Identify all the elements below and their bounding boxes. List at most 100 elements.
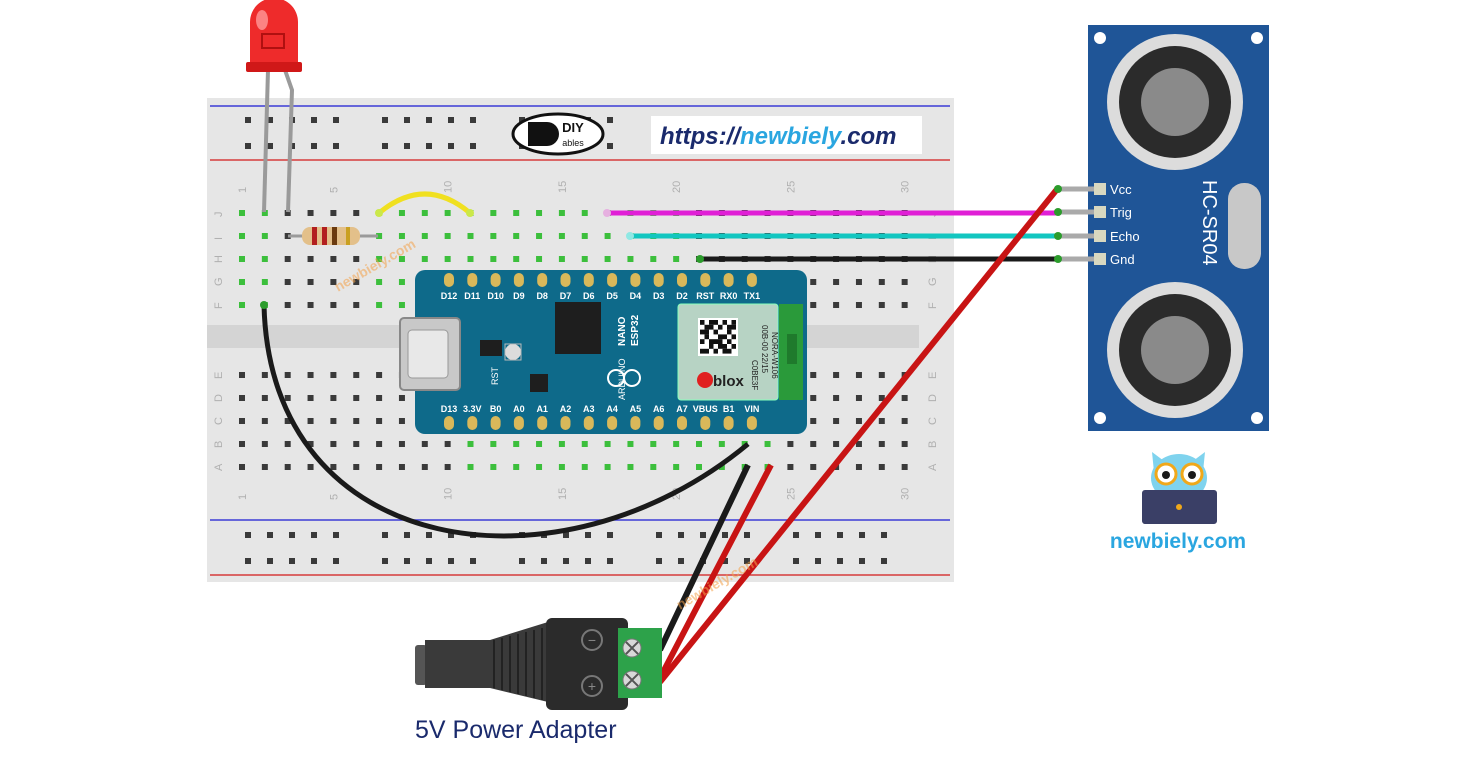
led-body xyxy=(250,0,298,65)
pin-label-top: D10 xyxy=(487,291,504,301)
breadboard-hole xyxy=(467,441,474,447)
breadboard-hole xyxy=(330,395,337,401)
rail-hole xyxy=(470,143,476,149)
owl-pupil-right xyxy=(1188,471,1196,479)
row-letter: F xyxy=(213,302,225,309)
pin-label-bottom: B0 xyxy=(490,404,502,414)
qr-module xyxy=(731,334,736,340)
row-letter: D xyxy=(927,394,939,402)
url-prefix: https:// xyxy=(660,123,742,150)
rail-hole xyxy=(311,143,317,149)
pin-label-bottom: B1 xyxy=(723,404,735,414)
sensor-pin-pad xyxy=(1094,230,1106,242)
rail-hole xyxy=(245,532,251,538)
breadboard-hole xyxy=(353,256,360,262)
board-text-nano: NANO xyxy=(617,316,628,346)
column-number-top: 15 xyxy=(557,181,569,193)
pin-pad-top xyxy=(560,273,571,287)
breadboard-hole xyxy=(833,279,840,285)
resistor-band-3 xyxy=(332,227,337,245)
breadboard-hole xyxy=(330,372,337,378)
breadboard-hole xyxy=(307,441,314,447)
row-letter: C xyxy=(213,417,225,425)
breadboard-hole xyxy=(444,210,451,216)
adapter-barrel xyxy=(425,622,548,702)
qr-module xyxy=(718,324,723,330)
qr-module xyxy=(718,334,723,340)
pin-label-top: D4 xyxy=(630,291,642,301)
pin-label-bottom: A3 xyxy=(583,404,595,414)
qr-module xyxy=(718,344,723,349)
breadboard-hole xyxy=(398,279,405,285)
rail-hole xyxy=(722,558,728,564)
sensor-pin-end xyxy=(1054,208,1062,216)
pin-pad-bottom xyxy=(467,416,478,430)
rail-hole xyxy=(837,532,843,538)
board-text-esp32: ESP32 xyxy=(630,314,641,346)
rail-hole xyxy=(289,558,295,564)
breadboard-hole xyxy=(398,210,405,216)
rail-hole xyxy=(678,532,684,538)
rail-hole xyxy=(267,117,273,123)
rail-hole xyxy=(815,532,821,538)
led-leg-cathode xyxy=(262,69,270,213)
breadboard-hole xyxy=(261,441,268,447)
breadboard-hole xyxy=(398,395,405,401)
board-text-arduino: ARDUINO xyxy=(617,358,627,400)
adapter-plus-icon xyxy=(581,675,603,697)
pin-label-top: D11 xyxy=(464,291,480,301)
sensor-pin-end xyxy=(1054,232,1062,240)
breadboard-hole xyxy=(284,372,291,378)
pin-pad-top xyxy=(630,273,641,287)
breadboard-hole xyxy=(330,256,337,262)
power-adapter: − + 5V Power Adapter xyxy=(415,618,662,744)
magenta-wire-end xyxy=(603,209,611,217)
rail-hole xyxy=(700,532,706,538)
rail-hole xyxy=(881,532,887,538)
qr-module xyxy=(709,344,714,349)
row-letter: D xyxy=(213,394,225,402)
rail-hole xyxy=(311,558,317,564)
breadboard-hole xyxy=(810,302,817,308)
breadboard-hole xyxy=(604,441,611,447)
breadboard-hole xyxy=(444,441,451,447)
rail-hole xyxy=(311,117,317,123)
cyan-wire-end xyxy=(626,232,634,240)
pin-label-top: RST xyxy=(696,291,715,301)
breadboard-hole xyxy=(330,279,337,285)
breadboard-hole xyxy=(627,256,634,262)
resistor-body xyxy=(302,227,360,245)
breadboard-hole xyxy=(878,372,885,378)
url-banner-bg xyxy=(651,116,922,154)
breadboard-hole xyxy=(284,279,291,285)
qr-module xyxy=(713,339,718,344)
qr-module xyxy=(713,329,718,335)
qr-module xyxy=(704,324,709,330)
qr-module xyxy=(700,339,705,344)
transducer-bottom xyxy=(1107,282,1243,418)
breadboard-hole xyxy=(878,279,885,285)
breadboard-hole xyxy=(239,418,245,424)
power-adapter-label: 5V Power Adapter xyxy=(415,716,617,744)
rail-hole xyxy=(245,117,251,123)
breadboard-hole xyxy=(810,395,817,401)
breadboard-hole xyxy=(376,233,383,239)
qr-module xyxy=(731,344,736,349)
breadboard-hole xyxy=(421,256,428,262)
rail-hole xyxy=(426,117,432,123)
breadboard-hole xyxy=(284,256,291,262)
mount-hole-4 xyxy=(1251,412,1263,424)
transducer-bottom-center xyxy=(1141,316,1209,384)
breadboard-hole xyxy=(330,418,337,424)
rail-hole xyxy=(837,558,843,564)
breadboard-hole xyxy=(467,233,474,239)
qr-module xyxy=(722,344,727,349)
black-wire-led-end xyxy=(260,301,268,309)
rail-hole xyxy=(519,117,525,123)
rail-hole xyxy=(333,117,339,123)
breadboard-hole xyxy=(901,279,908,285)
pin-pad-bottom xyxy=(746,416,757,430)
breadboard-hole xyxy=(855,279,862,285)
